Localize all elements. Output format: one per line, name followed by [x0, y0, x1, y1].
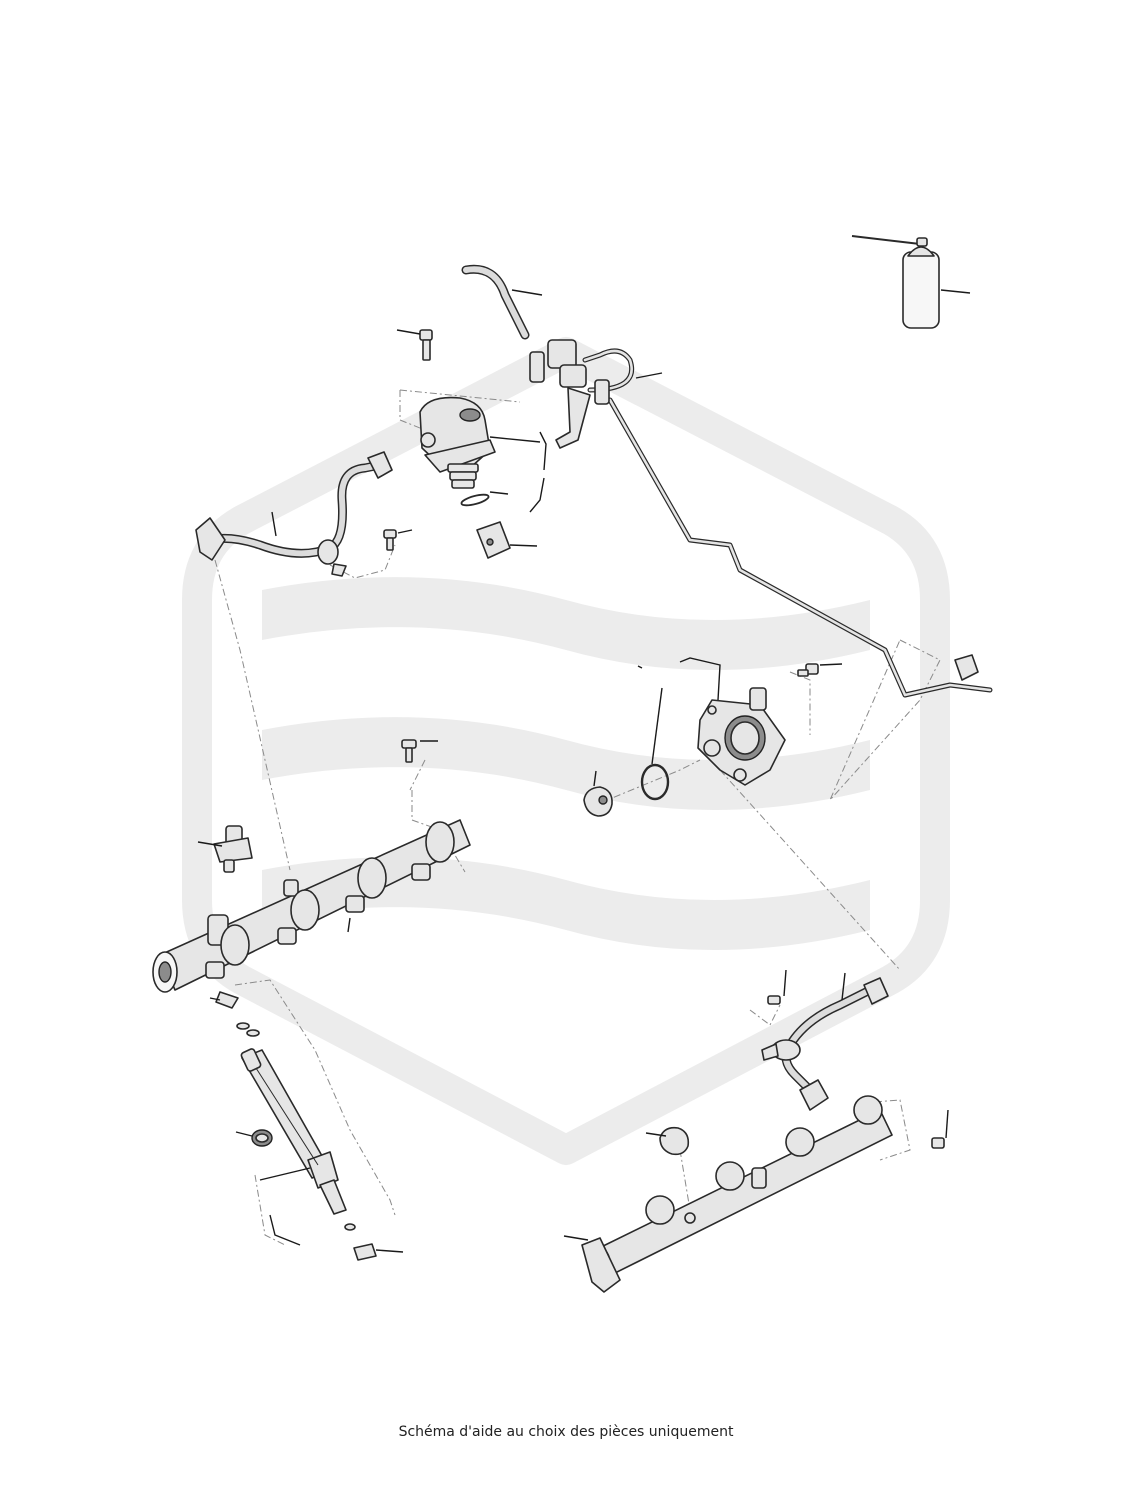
pump-tappet[interactable]: [476, 521, 538, 559]
high-pressure-pipe-left[interactable]: [195, 451, 393, 577]
diagram-caption: Schéma d'aide au choix des pièces unique…: [398, 1424, 734, 1440]
fuel-rail-left[interactable]: [152, 819, 471, 993]
rail-end-bolt[interactable]: [931, 1109, 949, 1149]
high-pressure-pipe-right[interactable]: [761, 972, 889, 1111]
alignment-lines: [214, 389, 941, 1246]
secondary-fuel-pump[interactable]: [679, 657, 786, 786]
fuel-feed-line-assembly[interactable]: [529, 339, 993, 698]
fuel-line-clip-bolt[interactable]: [383, 529, 413, 551]
injector-retaining-clip[interactable]: [209, 991, 239, 1009]
pump-mounting-bolt[interactable]: [396, 329, 433, 361]
fuel-injector[interactable]: [240, 1048, 347, 1215]
fuel-pressure-sensor[interactable]: [197, 825, 253, 873]
pump-o-ring[interactable]: [460, 491, 509, 507]
injector-o-ring-kit[interactable]: [235, 1129, 404, 1261]
rail-mounting-bolt[interactable]: [401, 739, 438, 763]
bracket-bolt[interactable]: [797, 663, 843, 677]
rail-cap[interactable]: [645, 1126, 690, 1156]
pump-seal-ring[interactable]: [637, 665, 670, 801]
small-bolt[interactable]: [767, 969, 787, 1005]
high-pressure-fuel-pump[interactable]: [419, 396, 547, 513]
pump-cover-cap[interactable]: [583, 770, 613, 817]
fuel-tube[interactable]: [461, 264, 543, 340]
spray-can[interactable]: [851, 235, 971, 329]
watermark-logo: [182, 337, 950, 1165]
injector-seal[interactable]: [236, 1022, 260, 1037]
fuel-rail-right[interactable]: [563, 1095, 893, 1293]
